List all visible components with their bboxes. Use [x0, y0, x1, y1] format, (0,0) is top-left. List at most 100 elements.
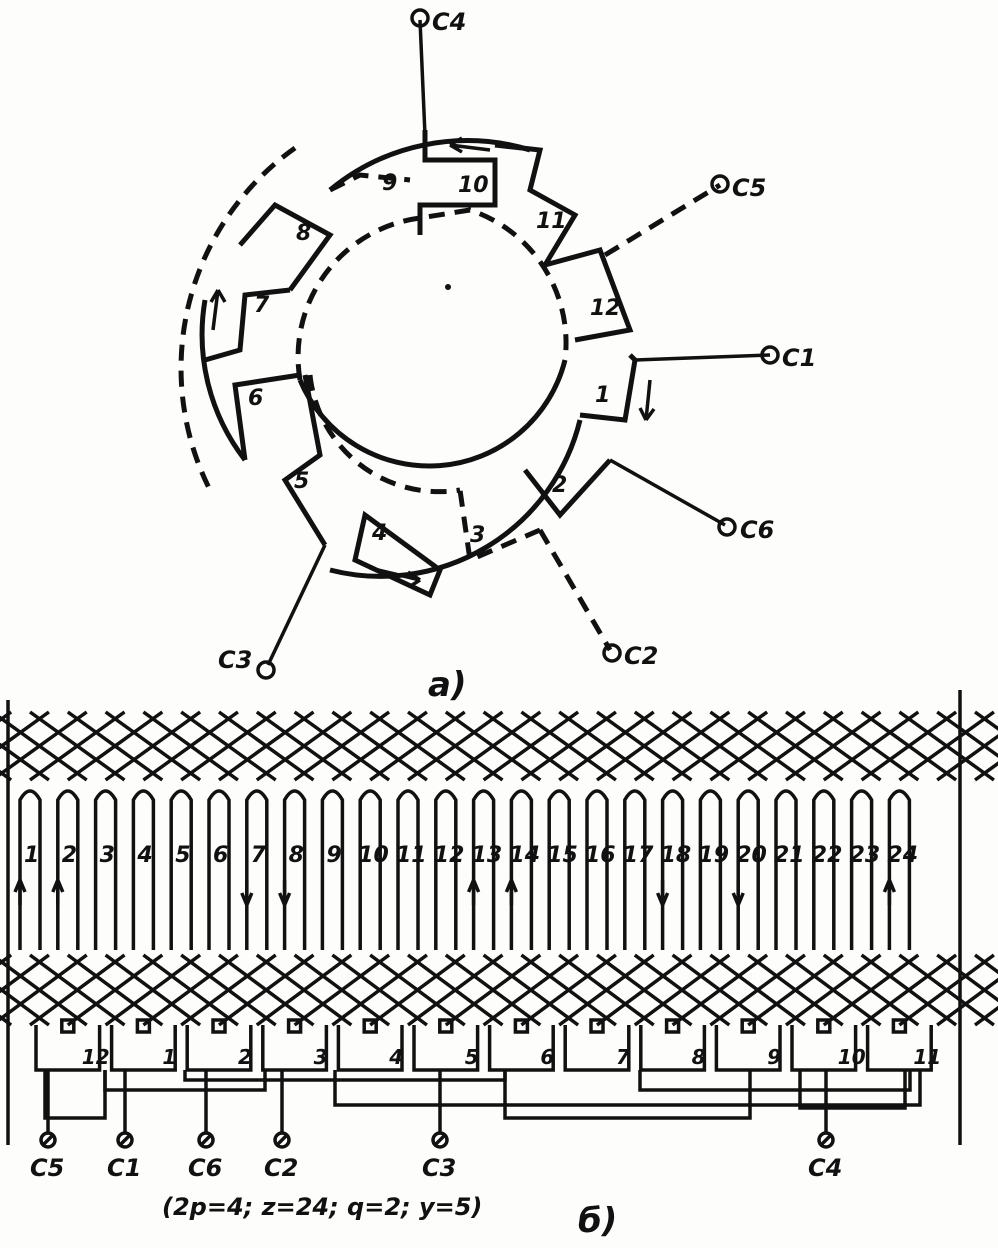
circular-group-label-3: 3 — [470, 523, 485, 548]
outer-dashed-arc-left — [178, 145, 297, 492]
circular-group-label-12: 12 — [590, 296, 621, 321]
top-crossing — [0, 742, 50, 782]
terminal-dot-c2 — [273, 1131, 291, 1149]
circular-group-label-8: 8 — [296, 221, 311, 246]
top-crossing — [671, 710, 769, 782]
group-bay — [487, 1025, 555, 1072]
arrow-left — [209, 289, 227, 331]
slot-coil-4 — [131, 789, 156, 950]
bottom-crossing — [0, 953, 88, 1022]
terminal-c3-dot — [256, 660, 276, 680]
slot-coil-16 — [585, 789, 609, 950]
group-bay — [714, 1025, 782, 1072]
lead-c4 — [418, 19, 427, 136]
top-crossing — [444, 710, 542, 782]
arrow-down-icon — [731, 880, 745, 906]
top-crossing — [520, 710, 617, 782]
group-label-12: 12 — [82, 1045, 110, 1069]
slot-label-18: 18 — [661, 843, 692, 868]
top-crossing — [936, 710, 998, 758]
terminal-dot-c5 — [39, 1131, 57, 1149]
slot-label-13: 13 — [472, 843, 503, 868]
circular-diagram — [178, 8, 780, 680]
bottom-crossing — [822, 953, 920, 1027]
arrow-top — [449, 136, 491, 154]
top-crossing — [180, 710, 277, 782]
top-crossing — [860, 710, 958, 782]
group-bay — [109, 1025, 177, 1072]
slot-coil-20 — [736, 789, 760, 950]
circular-terminal-label-c4: C4 — [432, 8, 466, 36]
circular-group-label-2: 2 — [552, 473, 567, 498]
circular-group-label-1: 1 — [595, 383, 610, 408]
group-connector — [286, 1018, 303, 1034]
slot-label-20: 20 — [736, 843, 767, 868]
terminal-slash — [40, 1132, 56, 1148]
linear-diagram — [0, 690, 998, 1149]
inner-circle-dashed — [295, 207, 569, 381]
terminal-dot-c6 — [197, 1131, 215, 1149]
slot-coil-3 — [93, 789, 118, 950]
coil-group-11 — [494, 142, 579, 267]
slot-coil-11 — [396, 789, 420, 950]
slot-label-17: 17 — [623, 843, 654, 868]
bus-connection — [43, 1070, 107, 1120]
slot-label-8: 8 — [289, 843, 304, 868]
circular-terminal-label-c6: C6 — [740, 516, 774, 544]
bottom-crossing — [255, 953, 353, 1027]
arrow-up-icon — [882, 879, 897, 905]
group-connector — [891, 1018, 908, 1034]
slot-coil-12 — [434, 789, 458, 950]
arrow-up-icon — [466, 879, 481, 905]
slot-label-15: 15 — [547, 843, 578, 868]
terminal-dot-c4 — [817, 1131, 835, 1149]
top-crossing — [28, 710, 126, 782]
bottom-crossing — [444, 953, 542, 1027]
bus-connection — [503, 1070, 752, 1120]
slot-label-7: 7 — [251, 843, 267, 868]
arrow-down-icon — [240, 880, 254, 906]
bottom-crossing — [482, 953, 580, 1027]
group-connector — [513, 1018, 530, 1034]
top-crossing — [709, 710, 806, 782]
group-bay — [185, 1025, 253, 1072]
group-label-6: 6 — [540, 1045, 554, 1069]
terminal-c1-dot — [760, 345, 780, 365]
group-label-2: 2 — [238, 1045, 252, 1069]
group-label-9: 9 — [767, 1045, 781, 1069]
circular-group-label-11: 11 — [536, 209, 567, 234]
group-bay — [790, 1025, 858, 1072]
lead-c2 — [537, 528, 613, 652]
group-bay — [261, 1025, 329, 1072]
bottom-crossing — [369, 953, 466, 1027]
bottom-crossing — [180, 953, 277, 1027]
slot-coil-22 — [812, 789, 836, 950]
group-label-4: 4 — [388, 1045, 403, 1069]
arrow-up-icon — [51, 879, 65, 905]
top-crossing — [0, 715, 88, 782]
group-bay — [865, 1025, 933, 1072]
slot-label-6: 6 — [213, 843, 228, 868]
slot-label-19: 19 — [698, 843, 729, 868]
group-connector — [740, 1018, 756, 1034]
slot-coil-24 — [887, 789, 912, 950]
slot-coil-14 — [509, 789, 534, 950]
coil-group-12 — [544, 246, 634, 343]
slot-label-11: 11 — [396, 843, 427, 868]
caption-a: a) — [428, 665, 466, 705]
terminal-c4-dot — [410, 8, 430, 28]
lead-c6 — [609, 458, 726, 527]
terminal-label-c3: C3 — [422, 1154, 456, 1182]
terminal-slash — [198, 1132, 214, 1148]
terminal-label-c2: C2 — [264, 1154, 298, 1182]
bottom-crossing — [142, 953, 239, 1027]
bottom-crossing — [936, 977, 998, 1027]
circular-terminal-label-c3: C3 — [218, 646, 252, 674]
middle-ring-left — [199, 299, 247, 462]
bottom-crossing — [973, 953, 998, 975]
group-bay — [336, 1025, 404, 1072]
slot-label-3: 3 — [100, 843, 115, 868]
